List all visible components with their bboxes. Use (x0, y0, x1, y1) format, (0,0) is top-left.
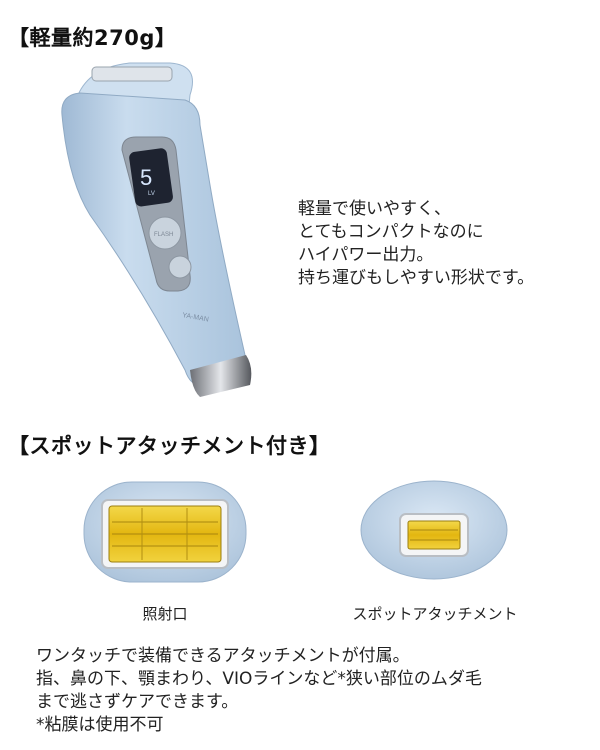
device-display-unit: LV (148, 191, 155, 197)
description-line: 持ち運びもしやすい形状です。 (298, 268, 535, 288)
description-line: まで逃さずケアできます。 (36, 692, 239, 712)
section1-description: 軽量で使いやすく、 とてもコンパクトなのに ハイパワー出力。 持ち運びもしやすい… (298, 198, 534, 290)
section1-heading: 【軽量約270g】 (8, 26, 177, 50)
device-display-number: 5 (140, 165, 152, 190)
description-line: ワンタッチで装備できるアタッチメントが付属。 (36, 646, 410, 666)
description-line: 軽量で使いやすく、 (298, 199, 451, 219)
description-line: ハイパワー出力。 (298, 245, 434, 265)
section2-heading: 【スポットアタッチメント付き】 (8, 434, 331, 458)
device-image: 5 LV FLASH YA-MAN (50, 55, 280, 405)
emission-window-image (82, 478, 248, 586)
description-line: 指、鼻の下、顎まわり、VIOラインなど*狭い部位のムダ毛 (36, 669, 482, 689)
caption-spot-attachment: スポットアタッチメント (352, 605, 518, 623)
description-line: とてもコンパクトなのに (298, 222, 484, 242)
device-brand-logo: YA-MAN (182, 312, 210, 324)
device-flash-label: FLASH (154, 232, 173, 238)
description-line: *粘膜は使用不可 (36, 715, 164, 735)
caption-emission-window: 照射口 (142, 605, 188, 623)
section2-description: ワンタッチで装備できるアタッチメントが付属。 指、鼻の下、顎まわり、VIOライン… (36, 645, 482, 737)
spot-attachment-image (358, 478, 510, 582)
